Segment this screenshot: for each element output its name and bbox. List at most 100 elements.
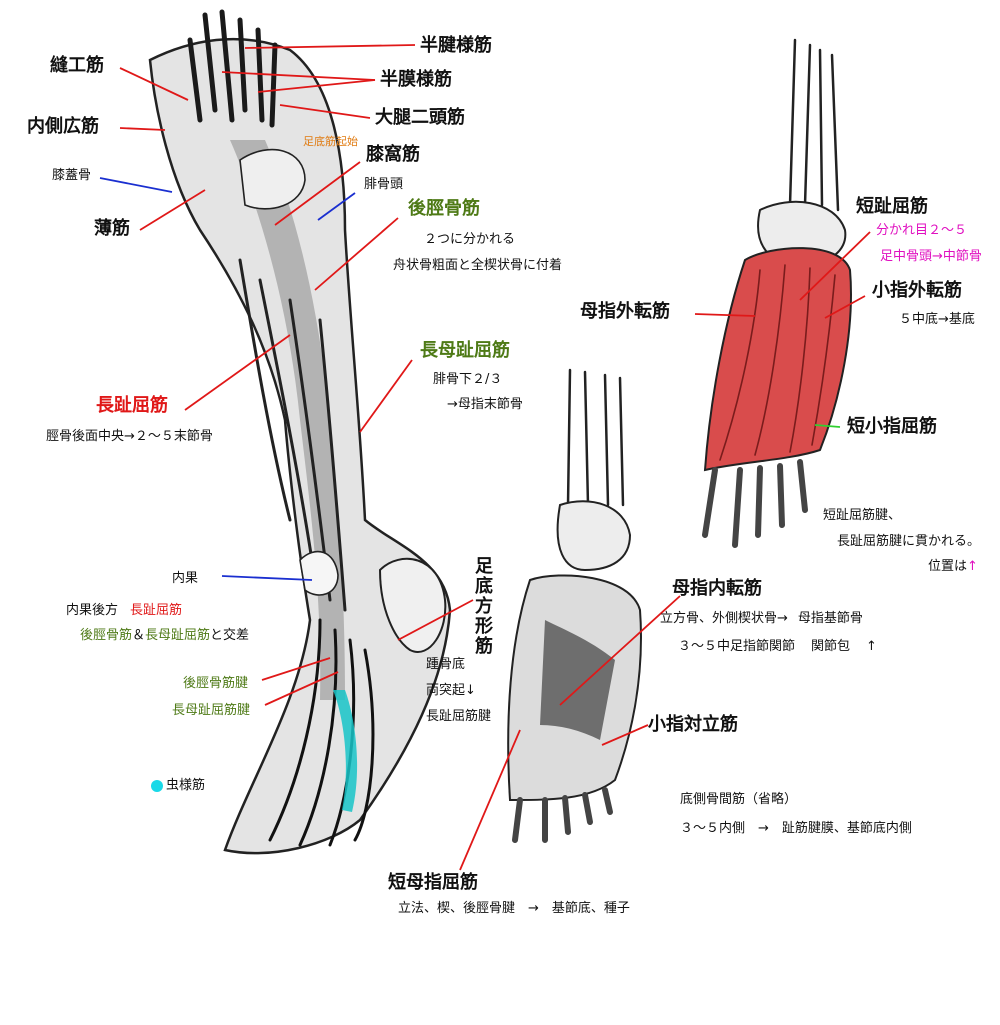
red-sole <box>703 247 852 472</box>
calf-tendons <box>238 258 347 612</box>
shin-bones-bottom <box>566 368 625 507</box>
label-shoshi-gaiten-note: ５中底→基底 <box>899 312 975 327</box>
position-text: 位置は <box>928 559 968 574</box>
label-kokeikotsu-note2: 舟状骨粗面と全楔状骨に付着 <box>393 258 563 273</box>
label-boshi-gaiten: 母指外転筋 <box>580 301 670 322</box>
bottom-foot-dark <box>540 620 615 740</box>
label-boshi-naiten: 母指内転筋 <box>672 578 762 599</box>
naiten-note2b: 関節包 <box>811 639 851 654</box>
position-arrow: ↑ <box>967 559 978 574</box>
leader-shoshi-taiki <box>601 724 649 746</box>
cyan-muscle <box>333 690 358 812</box>
cross-green1: 後脛骨筋 <box>80 628 133 643</box>
leader-hanmaku-1 <box>221 71 376 81</box>
leader-naisoku <box>119 127 166 131</box>
label-hakuken: 薄筋 <box>94 218 130 239</box>
label-chobo-note2: →母指末節骨 <box>447 397 523 412</box>
cross-tail: と交差 <box>210 628 250 643</box>
label-lumbrical: 虫様筋 <box>166 778 206 793</box>
bottom-toes <box>512 787 613 843</box>
leader-boshi-gaiten <box>694 313 756 317</box>
label-sokutei-kishi: 足底筋起始 <box>303 135 358 148</box>
foot-top-right-illustration <box>702 38 852 548</box>
lumbrical-dot <box>151 780 163 792</box>
label-houkei-note3: 長趾屈筋腱 <box>426 709 492 724</box>
leader-hoko <box>119 67 189 101</box>
label-tansho-shikutsu: 短小指屈筋 <box>847 416 937 437</box>
naiten-note1a: 立方骨、外側楔状骨→ <box>660 611 788 626</box>
label-kokei-tendon: 後脛骨筋腱 <box>183 676 249 691</box>
naika-back-text: 内果後方 <box>66 603 119 618</box>
leader-hanmaku-2 <box>257 79 376 93</box>
leg-illustration <box>148 9 452 855</box>
naiten-note2c: ↑ <box>866 639 877 654</box>
label-houkei-note1: 踵骨底 <box>426 657 466 672</box>
label-tanbo: 短母指屈筋 <box>388 872 478 893</box>
leader-tanbo <box>459 729 521 871</box>
label-houkei-note2: 両突起↓ <box>426 683 476 698</box>
label-tanshi-tendon1: 短趾屈筋腱、 <box>823 508 902 523</box>
leader-hakuken <box>139 189 206 231</box>
cross-amp: ＆ <box>132 628 146 643</box>
label-kokeikotsu: 後脛骨筋 <box>408 198 480 219</box>
label-daitai: 大腿二頭筋 <box>375 107 465 128</box>
leader-choshi <box>184 334 291 411</box>
label-shikka: 膝窩筋 <box>366 144 420 165</box>
bottom-ankle <box>556 500 632 572</box>
leader-shikka <box>274 161 361 226</box>
shin-bones-top <box>788 38 840 212</box>
label-naiten-note2: ３～５中足指節関節関節包 ↑ <box>678 640 877 653</box>
label-shitsugai: 膝蓋骨 <box>52 168 92 183</box>
ankle-bone <box>299 550 339 596</box>
label-choshi-note: 脛骨後面中央→２～５末節骨 <box>46 429 213 444</box>
leader-tansho-shikutsu <box>814 424 841 428</box>
label-sokutei-houkei: 足底方形筋 <box>472 556 493 656</box>
label-shoshi-gaiten: 小指外転筋 <box>872 280 962 301</box>
foot-bottom-illustration <box>507 368 642 843</box>
label-tanbo-note: 立法、楔、後脛骨腱 → 基節底、種子 <box>398 901 630 916</box>
leg-silhouette <box>148 37 452 855</box>
label-naika-back: 内果後方長趾屈筋 <box>66 604 182 617</box>
label-cross: 後脛骨筋＆長母趾屈筋と交差 <box>80 629 249 642</box>
label-chobo: 長母趾屈筋 <box>420 340 510 361</box>
cross-green2: 長母趾屈筋 <box>145 628 211 643</box>
label-naiten-note1: 立方骨、外側楔状骨→ 母指基節骨 <box>660 612 863 625</box>
red-sole-striations <box>719 264 836 461</box>
foot-tendons <box>268 618 375 847</box>
label-tanshi: 短趾屈筋 <box>856 196 928 217</box>
leader-naika <box>221 575 313 581</box>
naika-back-red: 長趾屈筋 <box>130 603 183 618</box>
label-teisoku: 底側骨間筋（省略） <box>680 792 798 807</box>
label-hikotou: 腓骨頭 <box>364 177 404 192</box>
leader-daitai <box>279 104 371 119</box>
leader-kokei-tendon <box>261 657 331 681</box>
label-hanmaku: 半膜様筋 <box>380 69 452 90</box>
label-shoshi-taiki: 小指対立筋 <box>648 714 738 735</box>
label-tanshi-tendon2: 長趾屈筋腱に貫かれる。 <box>837 534 981 549</box>
leader-shitsugai <box>99 177 173 193</box>
label-teisoku-note: ３～５内側 → 趾筋腱膜、基節底内側 <box>680 821 912 836</box>
leader-hikotou <box>317 192 356 221</box>
heel-bone <box>378 557 447 653</box>
leader-hanken <box>244 44 416 49</box>
label-kokeikotsu-note1: ２つに分かれる <box>424 232 516 247</box>
label-position: 位置は↑ <box>928 560 978 573</box>
leader-houkei <box>397 599 474 641</box>
label-chobo-note1: 腓骨下２/３ <box>433 372 503 387</box>
label-chobo-tendon: 長母趾屈筋腱 <box>172 703 251 718</box>
thigh-tendons <box>187 9 278 128</box>
label-hanken: 半腱様筋 <box>420 35 492 56</box>
label-hoko: 縫工筋 <box>50 55 104 76</box>
label-tanshi-note1: 分かれ目２～５ <box>876 223 968 238</box>
leader-chobo-tendon <box>264 671 339 706</box>
toe-bones-top <box>702 459 808 548</box>
naiten-note2a: ３～５中足指節関節 <box>678 639 796 654</box>
leader-lines <box>99 44 871 871</box>
leader-chobo <box>359 359 413 433</box>
label-choshi: 長趾屈筋 <box>96 395 168 416</box>
leader-kokeikotsu <box>314 217 399 291</box>
leader-shoshi-gaiten <box>824 295 866 319</box>
naiten-note1b: 母指基節骨 <box>797 611 863 626</box>
